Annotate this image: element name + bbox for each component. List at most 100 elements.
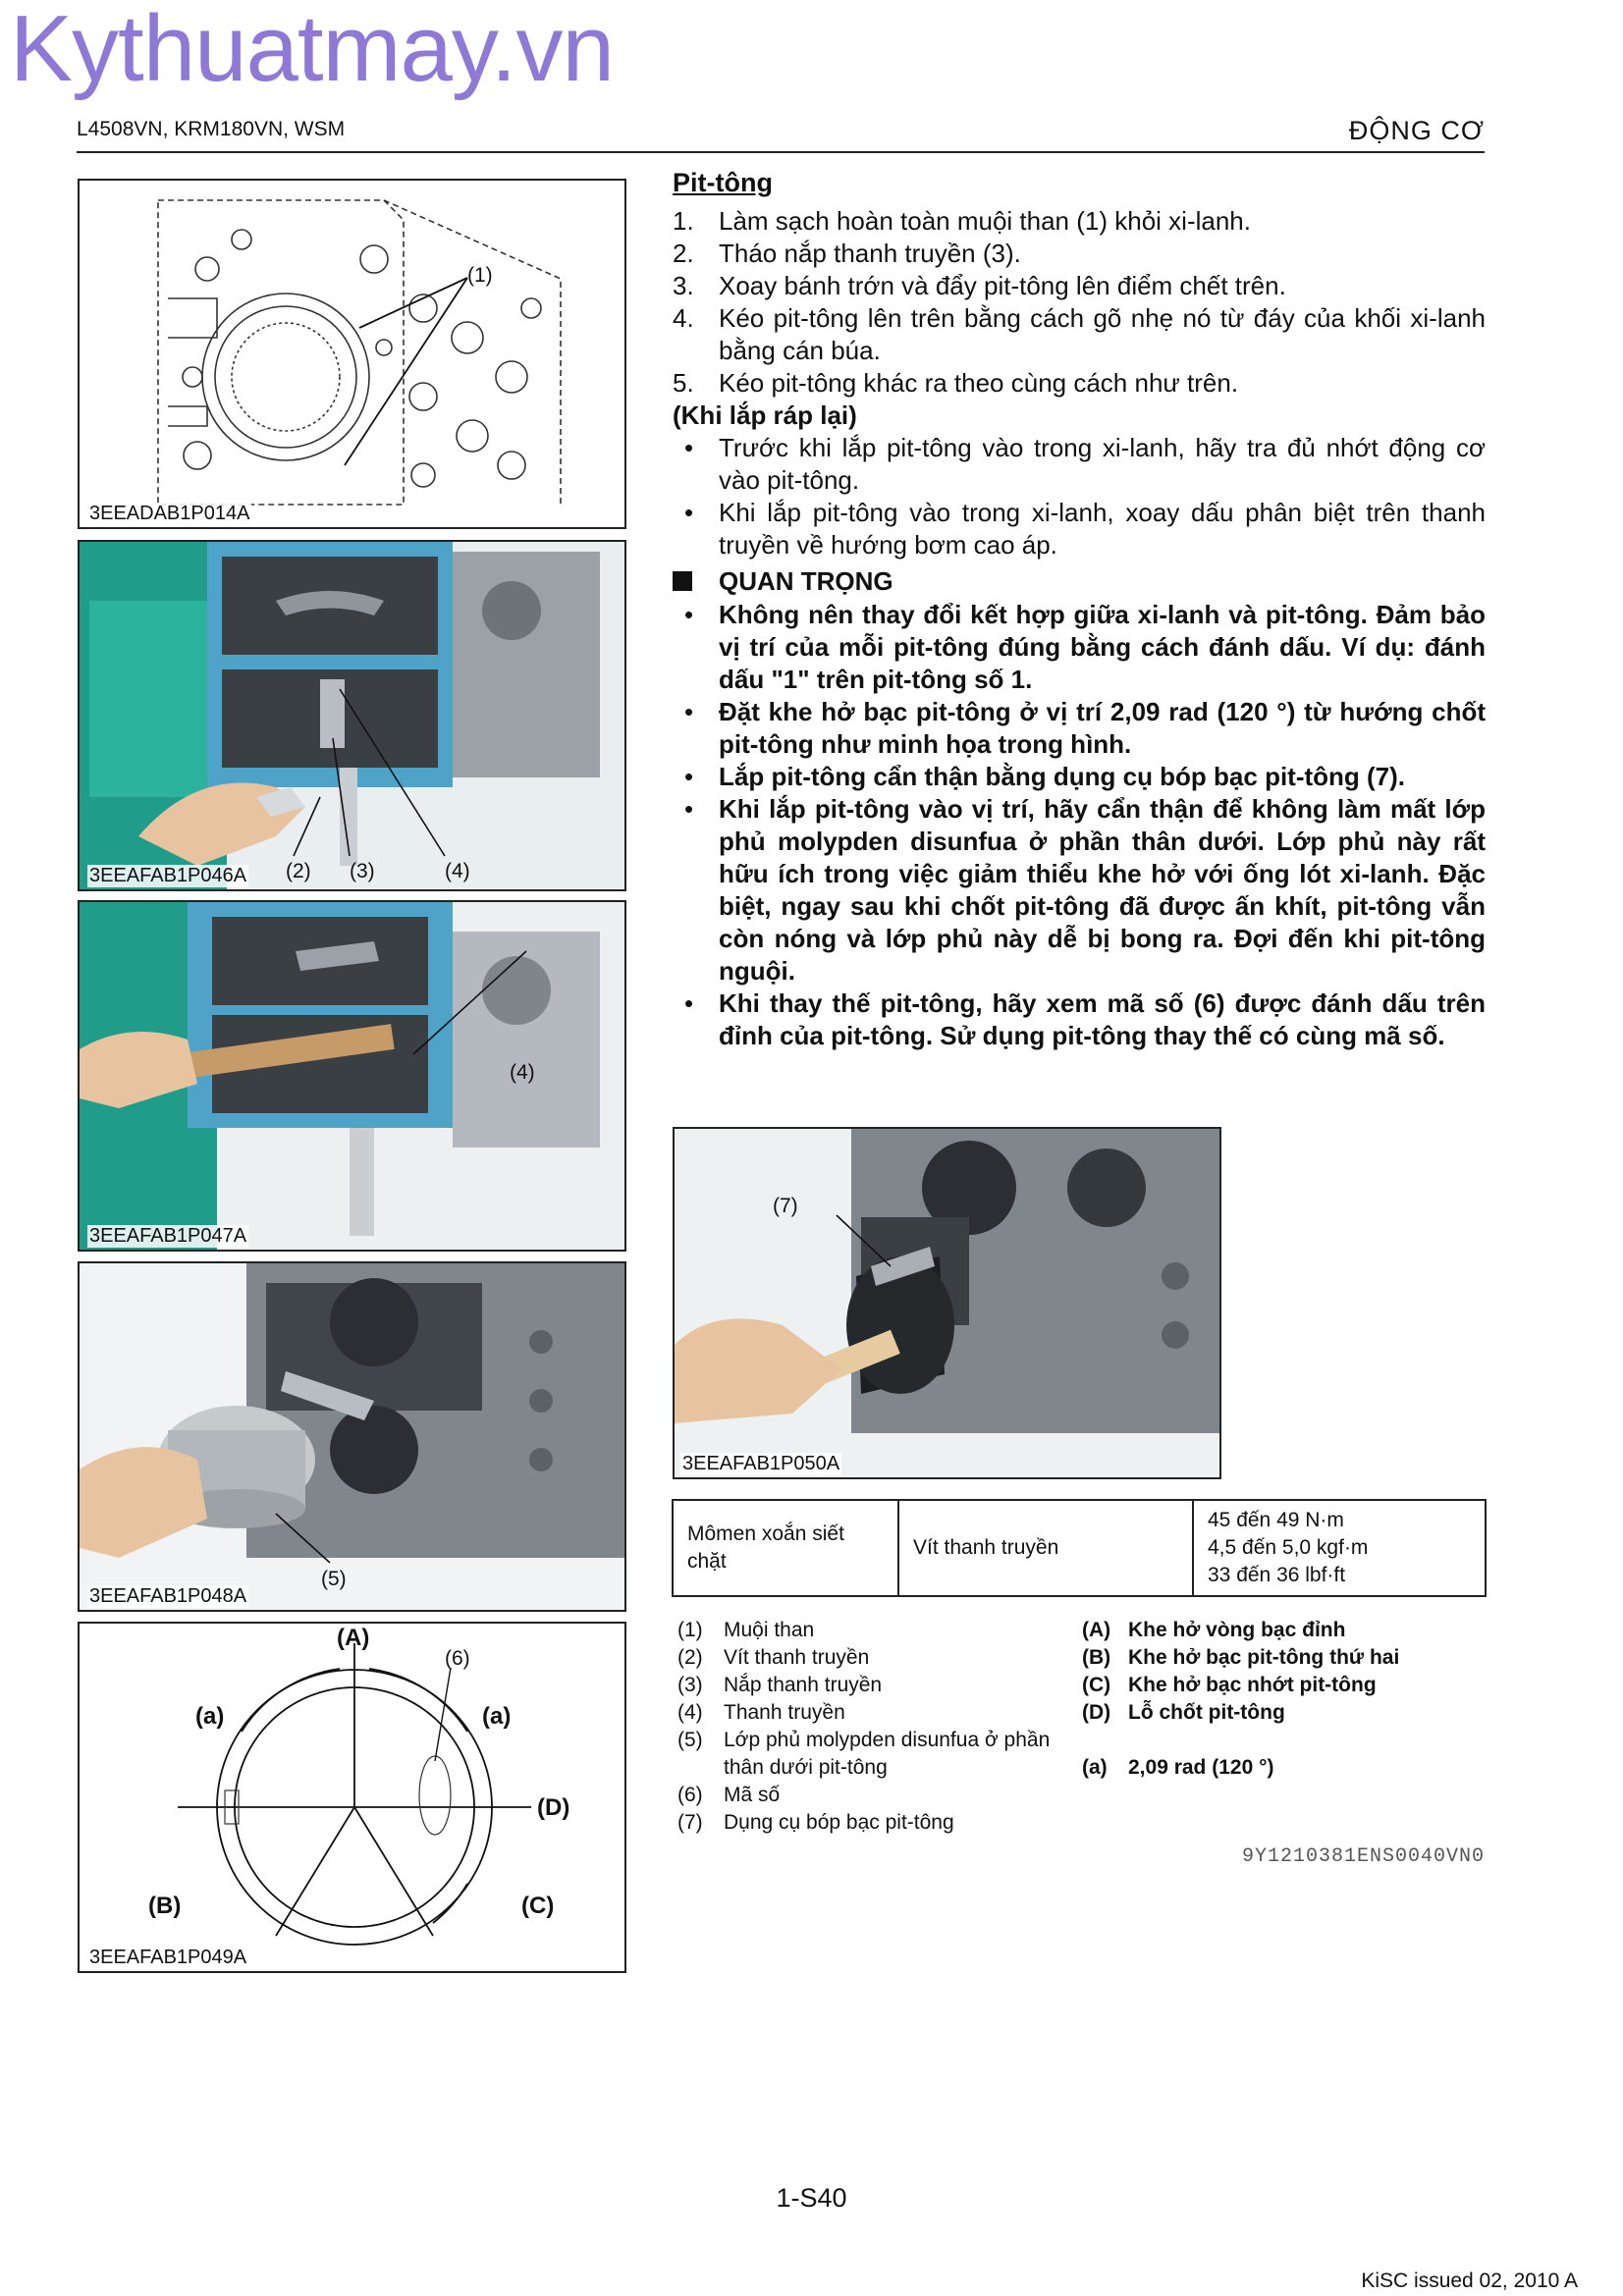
- callout-4: (4): [510, 1061, 535, 1084]
- bullet-dot-icon: •: [684, 762, 694, 791]
- watermark: Kythuatmay.vn: [10, 0, 615, 101]
- issue-note: KiSC issued 02, 2010 A: [1361, 2269, 1578, 2292]
- figure-piston-tapping: (4) 3EEAFAB1P047A: [78, 900, 626, 1252]
- important-list: • Không nên thay đổi kết hợp giữa xi-lanh…: [673, 599, 1486, 1052]
- step-item: 1. Làm sạch hoàn toàn muội than (1) khỏi …: [673, 205, 1486, 238]
- bullet-dot-icon: •: [684, 498, 694, 527]
- bullet-dot-icon: •: [684, 433, 694, 462]
- ring-compressor-photo: (7): [675, 1129, 1219, 1477]
- figure-code: 3EEAFAB1P048A: [87, 1585, 249, 1608]
- section-title: ĐỘNG CƠ: [1348, 116, 1485, 145]
- figure-piston-coating: (5) 3EEAFAB1P048A: [78, 1261, 626, 1612]
- bullet-text: Trước khi lắp pit-tông vào trong xi-lanh…: [719, 433, 1486, 495]
- document-id: 9Y1210381ENS0040VN0: [1241, 1845, 1485, 1868]
- step-item: 3. Xoay bánh trớn và đẩy pit-tông lên điể…: [673, 270, 1486, 302]
- bullet-text: Không nên thay đổi kết hợp giữa xi-lanh …: [719, 600, 1486, 694]
- rod-cap-removal-photo: (2) (3) (4): [80, 542, 624, 889]
- step-number: 3.: [673, 271, 694, 300]
- legend-item: (2)Vít thanh truyền: [677, 1646, 870, 1669]
- step-text: Làm sạch hoàn toàn muội than (1) khỏi xi…: [719, 206, 1251, 236]
- piston-tapping-photo: (4): [80, 902, 624, 1250]
- callout-4: (4): [445, 860, 470, 882]
- legend-right: (A)Khe hở vòng bạc đỉnh (B)Khe hở bạc pi…: [1082, 1617, 1483, 1837]
- legend-item: (C)Khe hở bạc nhớt pit-tông: [1082, 1674, 1377, 1696]
- important-heading: QUAN TRỌNG: [673, 565, 1486, 599]
- table-row: Mômen xoắn siết chặt Vít thanh truyền 45…: [672, 1499, 1487, 1597]
- piston-coating-photo: (5): [80, 1263, 624, 1610]
- parts-legend: (1)Muội than (2)Vít thanh truyền (3)Nắp …: [677, 1617, 1483, 1837]
- figure-rod-cap-removal: (2) (3) (4) 3EEAFAB1P046A: [78, 540, 626, 891]
- header-rule: [77, 151, 1485, 153]
- doc-code: L4508VN, KRM180VN, WSM: [77, 118, 346, 140]
- torque-values: 45 đến 49 N·m 4,5 đến 5,0 kgf·m 33 đến 3…: [1192, 1499, 1487, 1597]
- figure-ring-gap-diagram: (A) (6) (a) (a) (D) (B) (C) 3EEAFAB1P049…: [78, 1622, 626, 1973]
- legend-item: (5)Lớp phủ molypden disunfua ở phần thân…: [677, 1729, 1051, 1779]
- step-text: Tháo nắp thanh truyền (3).: [719, 239, 1021, 268]
- bullet-text: Đặt khe hở bạc pit-tông ở vị trí 2,09 ra…: [719, 697, 1486, 759]
- procedure-text: Pit-tông 1. Làm sạch hoàn toàn muội than …: [673, 167, 1486, 1052]
- list-item: • Khi thay thế pit-tông, hãy xem mã số (6…: [673, 988, 1486, 1052]
- figure-code: 3EEAFAB1P049A: [87, 1947, 249, 1969]
- list-item: •Lắp pit-tông cẩn thận bằng dụng cụ bóp …: [673, 761, 1486, 793]
- bullet-dot-icon: •: [684, 988, 694, 1018]
- legend-item: (4)Thanh truyền: [677, 1701, 845, 1724]
- page-number: 1-S40: [776, 2183, 847, 2213]
- list-item: • Khi lắp pit-tông vào vị trí, hãy cẩn th…: [673, 793, 1486, 988]
- reassembly-list: • Trước khi lắp pit-tông vào trong xi-lan…: [673, 432, 1486, 561]
- figure-code: 3EEADAB1P014A: [87, 503, 252, 525]
- callout-2: (2): [286, 860, 311, 882]
- callout-7: (7): [773, 1195, 798, 1217]
- figure-code: 3EEAFAB1P047A: [87, 1225, 249, 1248]
- bullet-dot-icon: •: [684, 600, 694, 629]
- callout-a-right: (a): [482, 1703, 511, 1730]
- bullet-dot-icon: •: [684, 794, 694, 824]
- step-item: 4. Kéo pit-tông lên trên bằng cách gõ nhẹ…: [673, 302, 1486, 367]
- torque-value-nm: 45 đến 49 N·m: [1208, 1509, 1344, 1531]
- bullet-text: Khi lắp pit-tông vào vị trí, hãy cẩn thậ…: [719, 794, 1486, 986]
- callout-B: (B): [148, 1893, 181, 1919]
- disassembly-steps: 1. Làm sạch hoàn toàn muội than (1) khỏi …: [673, 205, 1486, 400]
- callout-C: (C): [521, 1893, 554, 1919]
- torque-label: Mômen xoắn siết chặt: [672, 1499, 899, 1597]
- list-item: • Khi lắp pit-tông vào trong xi-lanh, xoa…: [673, 497, 1486, 561]
- figure-code: 3EEAFAB1P046A: [87, 865, 249, 887]
- step-text: Kéo pit-tông khác ra theo cùng cách như …: [719, 368, 1239, 398]
- callout-5: (5): [321, 1568, 347, 1590]
- torque-value-kgfm: 4,5 đến 5,0 kgf·m: [1208, 1536, 1369, 1559]
- callout-A: (A): [337, 1625, 369, 1651]
- reassembly-heading: (Khi lắp ráp lại): [673, 400, 857, 430]
- legend-item: (B)Khe hở bạc pit-tông thứ hai: [1082, 1646, 1400, 1669]
- figure-ring-compressor: (7) 3EEAFAB1P050A: [673, 1127, 1221, 1479]
- bullet-text: Khi thay thế pit-tông, hãy xem mã số (6)…: [719, 988, 1486, 1050]
- callout-1: (1): [467, 264, 493, 287]
- step-number: 1.: [673, 206, 694, 236]
- callout-a-left: (a): [195, 1703, 224, 1730]
- step-number: 2.: [673, 239, 694, 268]
- legend-item: (6)Mã số: [677, 1784, 781, 1806]
- list-item: • Trước khi lắp pit-tông vào trong xi-lan…: [673, 432, 1486, 497]
- legend-item: (A)Khe hở vòng bạc đỉnh: [1082, 1619, 1346, 1641]
- bullet-dot-icon: •: [684, 697, 694, 726]
- step-text: Kéo pit-tông lên trên bằng cách gõ nhẹ n…: [719, 303, 1486, 365]
- legend-item: (a)2,09 rad (120 °): [1082, 1756, 1274, 1779]
- ring-gap-diagram: (A) (6) (a) (a) (D) (B) (C): [148, 1625, 569, 1946]
- callout-6: (6): [445, 1647, 470, 1670]
- step-number: 5.: [673, 368, 694, 398]
- torque-value-lbfft: 33 đến 36 lbf·ft: [1208, 1564, 1346, 1586]
- legend-item: (1)Muội than: [677, 1619, 815, 1641]
- torque-spec-table: Mômen xoắn siết chặt Vít thanh truyền 45…: [672, 1499, 1487, 1597]
- list-item: • Không nên thay đổi kết hợp giữa xi-lanh…: [673, 599, 1486, 696]
- legend-item: (7)Dụng cụ bóp bạc pit-tông: [677, 1811, 954, 1834]
- legend-item: (D)Lỗ chốt pit-tông: [1082, 1701, 1285, 1724]
- legend-item: (3)Nắp thanh truyền: [677, 1674, 883, 1696]
- bullet-text: Khi lắp pit-tông vào trong xi-lanh, xoay…: [719, 498, 1486, 560]
- figure-code: 3EEAFAB1P050A: [680, 1453, 842, 1475]
- step-item: 2. Tháo nắp thanh truyền (3).: [673, 238, 1486, 270]
- step-number: 4.: [673, 303, 694, 333]
- piston-heading: Pit-tông: [673, 168, 773, 197]
- callout-3: (3): [350, 860, 375, 882]
- important-heading-text: QUAN TRỌNG: [719, 566, 893, 596]
- step-text: Xoay bánh trớn và đẩy pit-tông lên điểm …: [719, 271, 1286, 300]
- legend-left: (1)Muội than (2)Vít thanh truyền (3)Nắp …: [677, 1617, 1082, 1837]
- black-square-icon: [673, 571, 692, 591]
